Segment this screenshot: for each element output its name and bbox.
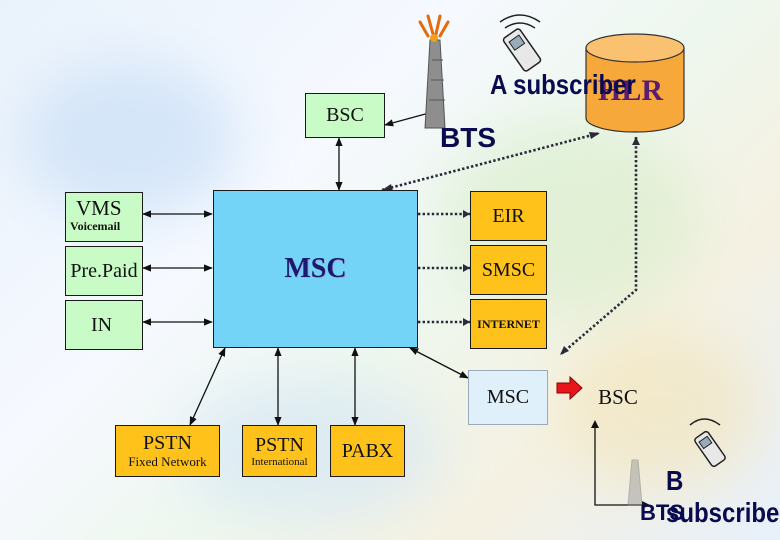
link-msc-remote-msc [409,347,469,379]
prepaid-text: Pre.Paid [70,259,138,282]
hlr-label: HLR [598,74,664,107]
prepaid-node[interactable]: Pre.Paid [65,246,143,296]
pabx-text: PABX [341,439,394,462]
bg-blob [560,330,760,490]
vms-text: VMS [76,196,122,220]
bts-bottom-label: BTS [640,500,684,525]
smsc-node[interactable]: SMSC [470,245,547,295]
voicemail-text: Voicemail [70,219,121,233]
link-hlr-remote-msc [559,137,638,356]
fixed-network-text: Fixed Network [128,454,207,469]
in-node[interactable]: IN [65,300,143,350]
internet-node[interactable]: INTERNET [470,299,547,349]
bsc-top-text: BSC [326,104,364,126]
red-arrow-icon [556,375,583,401]
link-msc-pstn-fixed [189,347,226,426]
link-msc-hlr [381,131,601,192]
international-text: International [251,456,308,468]
pstn-fixed-node[interactable]: PSTN Fixed Network [115,425,220,477]
remote-msc-text: MSC [486,386,530,408]
b-subscriber-label: B subscriber [666,465,780,530]
in-text: IN [91,313,113,336]
pstn-fixed-text: PSTN [143,432,192,454]
bts-top-label: BTS [440,122,496,153]
a-subscriber-label: A subscriber [490,69,636,101]
remote-bsc-text: BSC [598,385,638,409]
pstn-intl-text: PSTN [255,434,304,456]
eir-text: EIR [492,204,525,227]
pstn-intl-node[interactable]: PSTN International [242,425,317,477]
eir-node[interactable]: EIR [470,191,547,241]
antenna-tower-icon [627,459,643,506]
mobile-phone-icon [689,418,726,468]
remote-bsc-node[interactable]: BSC [583,370,653,425]
msc-main-node[interactable]: MSC [213,190,418,348]
vms-node[interactable]: VMS Voicemail [65,192,143,242]
msc-main-text: MSC [284,253,347,284]
antenna-tower-icon [418,14,450,129]
remote-msc-node[interactable]: MSC [468,370,548,425]
internet-text: INTERNET [477,316,540,331]
mobile-phone-icon [499,14,542,72]
bsc-top-node[interactable]: BSC [305,93,385,138]
hlr-database-icon [585,33,685,133]
pabx-node[interactable]: PABX [330,425,405,477]
smsc-text: SMSC [481,258,536,281]
